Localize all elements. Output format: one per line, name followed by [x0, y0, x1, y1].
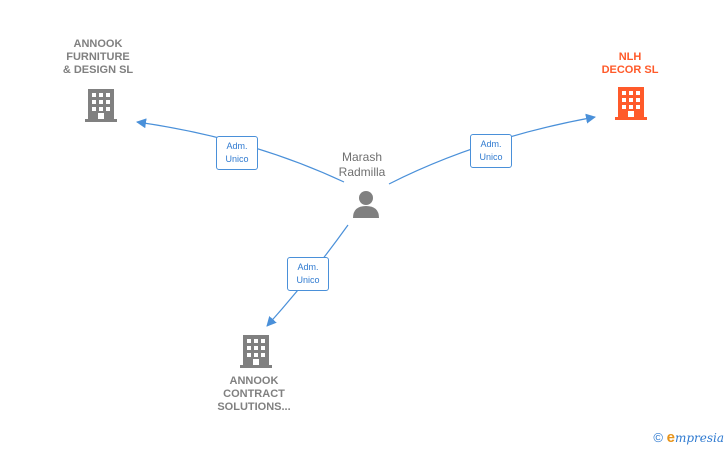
node-label-nlh-decor[interactable]: NLH DECOR SL — [601, 51, 659, 76]
building-icon[interactable] — [615, 86, 647, 120]
copyright-symbol: © — [653, 430, 663, 445]
empresia-logo-icon: e — [666, 429, 675, 446]
building-icon[interactable] — [240, 334, 272, 368]
edge-label-nlh-decor: Adm. Unico — [470, 134, 512, 168]
building-icon[interactable] — [85, 88, 117, 122]
node-label-annook-furniture[interactable]: ANNOOK FURNITURE & DESIGN SL — [62, 38, 134, 76]
person-icon[interactable] — [351, 189, 381, 219]
empresia-watermark: © empresia — [653, 429, 724, 446]
node-label-annook-contract[interactable]: ANNOOK CONTRACT SOLUTIONS... — [217, 375, 291, 413]
brand-name: mpresia — [674, 431, 724, 445]
edge-label-annook-furniture: Adm. Unico — [216, 136, 258, 170]
person-label-marash-radmilla[interactable]: Marash Radmilla — [338, 150, 386, 179]
edge-label-annook-contract: Adm. Unico — [287, 257, 329, 291]
